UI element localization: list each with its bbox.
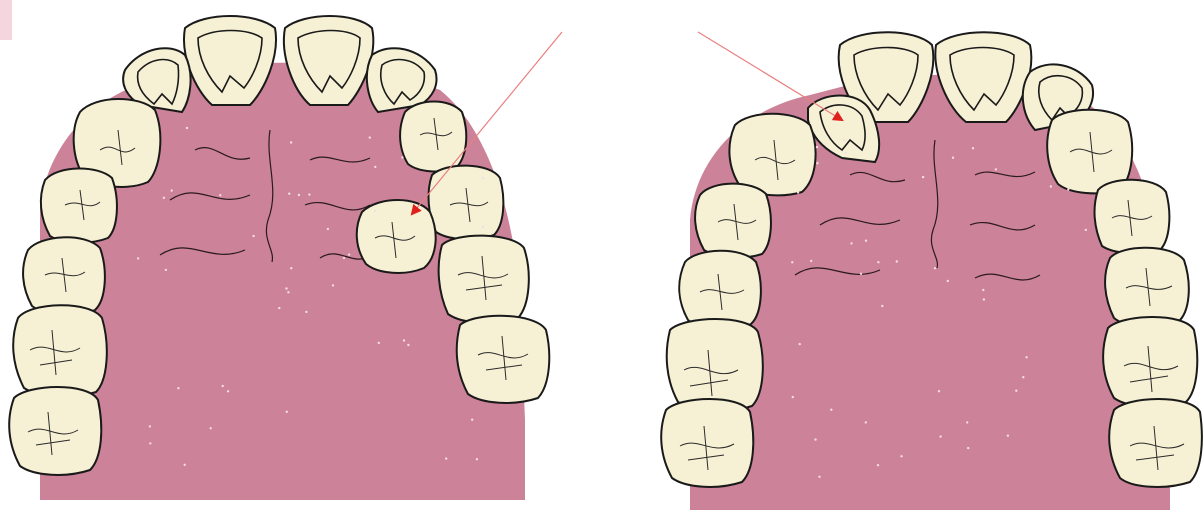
palate-speck <box>252 235 254 237</box>
palate-speck <box>791 261 793 263</box>
palate-speck <box>476 458 478 460</box>
palate-speck <box>816 146 818 148</box>
palate-speck <box>814 438 816 440</box>
palate-speck <box>850 242 852 244</box>
palate-speck <box>816 162 818 164</box>
palate-speck <box>792 396 794 398</box>
palate-speck <box>1085 229 1087 231</box>
palate-speck <box>881 305 883 307</box>
palate-speck <box>938 390 940 392</box>
palate-speck <box>374 166 376 168</box>
palate-speck <box>877 464 879 466</box>
palate-speck <box>378 342 380 344</box>
palate-speck <box>343 257 345 259</box>
palate-speck <box>482 177 484 179</box>
palate-speck <box>982 289 984 291</box>
palate-speck <box>290 267 292 269</box>
palate-speck <box>810 260 812 262</box>
palate-speck <box>285 287 287 289</box>
palate-speck <box>1007 435 1009 437</box>
palate-speck <box>219 194 221 196</box>
palate-speck <box>348 253 350 255</box>
palate-speck <box>407 344 409 346</box>
palate-speck <box>471 419 473 421</box>
palate-speck <box>286 411 288 413</box>
palate-speck <box>149 425 151 427</box>
palate-speck <box>482 226 484 228</box>
palate-speck <box>966 421 968 423</box>
palate-speck <box>149 442 151 444</box>
palate-speck <box>305 311 307 313</box>
palate-speck <box>922 176 924 178</box>
palate-speck <box>865 240 867 242</box>
palate-speck <box>186 127 188 129</box>
palate-speck <box>210 427 212 429</box>
palate-speck <box>374 210 376 212</box>
palate-speck <box>401 156 403 158</box>
palate-speck <box>165 269 167 271</box>
palate-speck <box>1025 356 1027 358</box>
palate-speck <box>967 447 969 449</box>
palate-speck <box>1015 390 1017 392</box>
right-arch <box>661 32 1202 510</box>
palate-speck <box>995 168 997 170</box>
palate-speck <box>983 298 985 300</box>
palate-speck <box>287 291 289 293</box>
palate-speck <box>184 464 186 466</box>
palate-speck <box>900 455 902 457</box>
palate-speck <box>860 273 862 275</box>
palate-speck <box>972 147 974 149</box>
palate-speck <box>177 387 179 389</box>
corner-mark <box>0 0 12 40</box>
palate-speck <box>1050 185 1052 187</box>
palate-speck <box>308 193 310 195</box>
palate-speck <box>797 191 799 193</box>
palate-speck <box>799 343 801 345</box>
palate-speck <box>934 267 936 269</box>
palate-speck <box>137 257 139 259</box>
displaced-premolar <box>357 200 436 273</box>
palate-speck <box>403 339 405 341</box>
palate-speck <box>877 261 879 263</box>
palate-speck <box>1067 188 1069 190</box>
palate-speck <box>445 457 447 459</box>
palate-speck <box>369 136 371 138</box>
palate-speck <box>830 409 832 411</box>
palate-speck <box>290 141 292 143</box>
palate-speck <box>818 476 820 478</box>
palate-speck <box>227 390 229 392</box>
palate-speck <box>332 284 334 286</box>
palate-speck <box>947 280 949 282</box>
right-arrow <box>698 32 842 120</box>
palate-speck <box>298 194 300 196</box>
palate-speck <box>278 307 280 309</box>
palate-speck <box>843 139 845 141</box>
palate-speck <box>222 385 224 387</box>
palate-speck <box>939 435 941 437</box>
palate-speck <box>1022 376 1024 378</box>
palate-speck <box>865 421 867 423</box>
palate-speck <box>896 260 898 262</box>
palate-speck <box>845 152 847 154</box>
palate-speck <box>952 157 954 159</box>
palate-speck <box>327 228 329 230</box>
palate-speck <box>163 197 165 199</box>
left-arch <box>9 16 562 500</box>
palate-speck <box>288 193 290 195</box>
palate-speck <box>171 189 173 191</box>
